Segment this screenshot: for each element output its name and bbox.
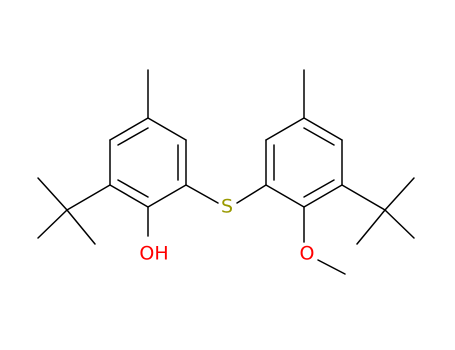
bond [66, 184, 111, 211]
right-tert-butyl [341, 177, 415, 245]
methoxy-group [303, 206, 346, 275]
bond [303, 117, 343, 141]
bond [37, 177, 68, 211]
left-aromatic-ring [109, 117, 187, 208]
bond [265, 184, 305, 208]
bond [341, 184, 386, 211]
bond [109, 117, 149, 141]
thioether-bridge [185, 184, 267, 204]
bond [303, 184, 343, 208]
left-tert-butyl [37, 177, 111, 245]
bond [66, 209, 96, 245]
bond [109, 184, 149, 208]
bond [185, 184, 219, 204]
bond [147, 117, 187, 141]
bond [384, 209, 415, 239]
bond [37, 209, 68, 239]
bond [317, 259, 346, 275]
double-bond-inner [303, 179, 335, 198]
bond [147, 184, 187, 208]
hydroxyl-label: OH [139, 243, 168, 265]
ether-oxygen-label: O [300, 243, 315, 265]
bond [384, 177, 415, 211]
bond [356, 209, 386, 245]
bond [236, 184, 267, 204]
double-bond-inner [117, 127, 149, 146]
double-bond-inner [303, 127, 335, 146]
right-aromatic-ring [265, 117, 343, 208]
sulfur-label: S [221, 196, 233, 218]
bond [265, 117, 305, 141]
double-bond-inner [117, 179, 149, 198]
